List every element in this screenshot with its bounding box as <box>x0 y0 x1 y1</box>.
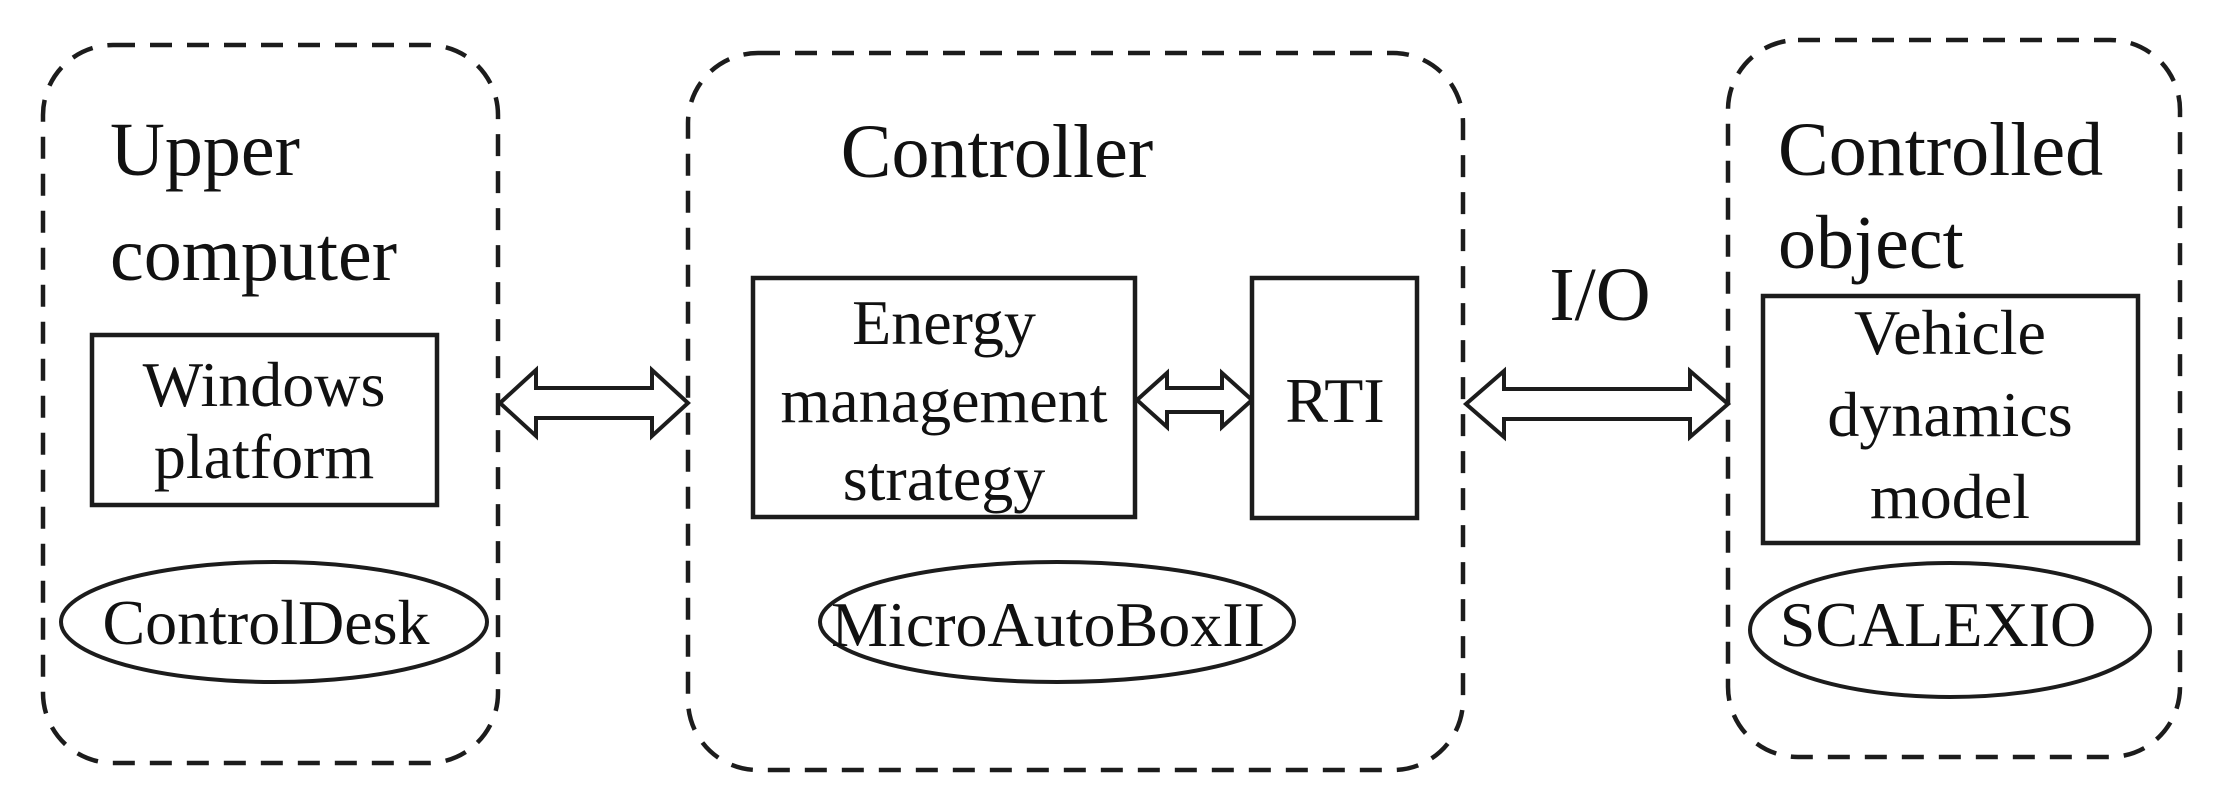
scalexio-label: SCALEXIO <box>1780 589 2096 660</box>
microautoboxii-ellipse <box>818 560 1296 684</box>
energy-management-strategy-box <box>750 275 1138 520</box>
scalexio-ellipse <box>1748 561 2152 699</box>
upper-computer-title-line2: computer <box>110 213 397 297</box>
windows-platform-label-line2: platform <box>154 421 374 492</box>
controller-title: Controller <box>841 110 1153 194</box>
vehicle-model-label-line2: dynamics <box>1827 379 2072 450</box>
io-arrow <box>1462 366 1732 442</box>
windows-platform-label-line1: Windows <box>143 349 386 420</box>
strategy-to-rti-arrow <box>1134 368 1255 432</box>
energy-strategy-label-line1: Energy <box>852 287 1036 358</box>
vehicle-model-label-line1: Vehicle <box>1854 297 2046 368</box>
controller-group-box <box>685 50 1466 773</box>
vehicle-model-label-line3: model <box>1870 461 2030 532</box>
rti-label: RTI <box>1285 365 1384 436</box>
controldesk-label: ControlDesk <box>102 587 429 658</box>
upper-to-controller-arrow <box>497 365 691 441</box>
io-arrow-label: I/O <box>1549 253 1650 337</box>
controlled-object-title-line2: object <box>1778 201 1964 285</box>
upper-computer-group-box <box>40 42 501 766</box>
microautoboxii-label: MicroAutoBoxII <box>831 589 1265 660</box>
controlled-object-title-line1: Controlled <box>1778 108 2103 192</box>
energy-strategy-label-line3: strategy <box>843 443 1046 514</box>
vehicle-dynamics-model-box <box>1760 293 2141 546</box>
upper-computer-title-line1: Upper <box>110 108 300 192</box>
energy-strategy-label-line2: management <box>781 365 1108 436</box>
windows-platform-box <box>89 332 440 508</box>
controlled-object-group-box <box>1725 37 2183 760</box>
controldesk-ellipse <box>59 560 489 684</box>
rti-box <box>1249 275 1420 521</box>
